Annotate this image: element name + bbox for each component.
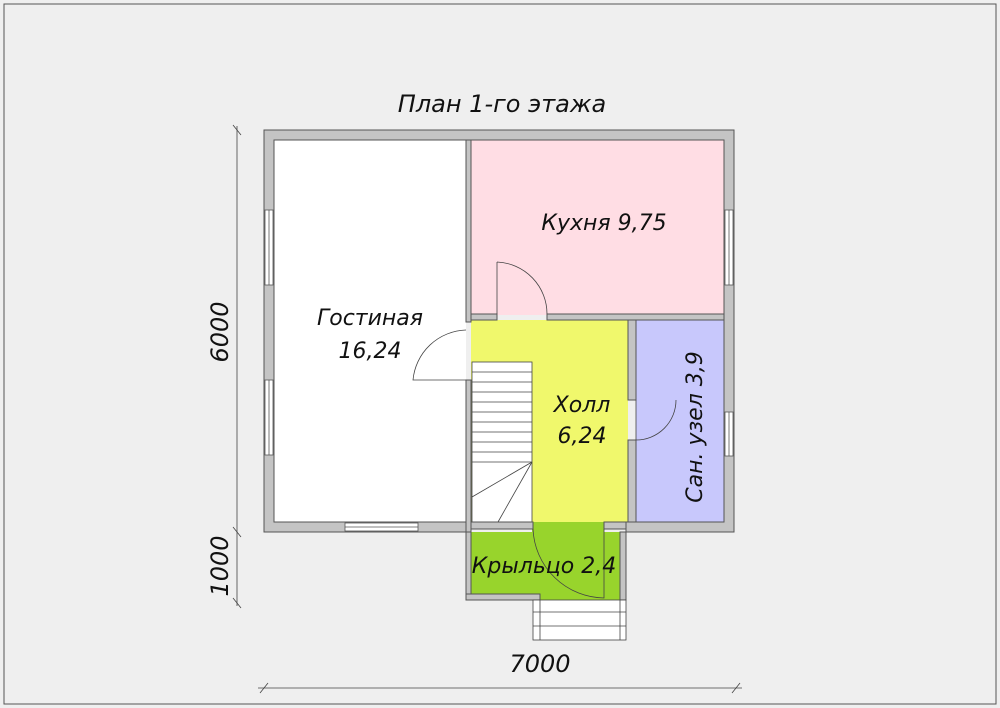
staircase [471,361,533,523]
kitchen-label: Кухня 9,75 [541,211,666,236]
room-kitchen [471,140,724,315]
room-living [274,140,466,522]
dimension-7000: 7000 [509,650,570,678]
doors [412,261,677,599]
porch-door-area [532,522,604,534]
dimension-6000: 6000 [206,301,234,362]
plan-title: План 1-го этажа [398,90,606,118]
dimension-lines [232,124,742,694]
windows [264,209,734,532]
porch-extension [540,594,620,602]
dimension-1000: 1000 [206,535,234,596]
living-area: 16,24 [339,339,402,364]
hall-name: Холл [553,393,611,418]
bathroom-label: Сан. узел 3,9 [683,351,708,503]
room-porch [471,532,621,594]
hall-area: 6,24 [558,424,607,449]
room-bathroom [636,320,724,522]
living-name: Гостиная [317,306,423,331]
walls [263,129,735,601]
porch-label: Крыльцо 2,4 [472,554,616,579]
porch-steps [532,599,627,641]
page-frame [3,3,997,705]
